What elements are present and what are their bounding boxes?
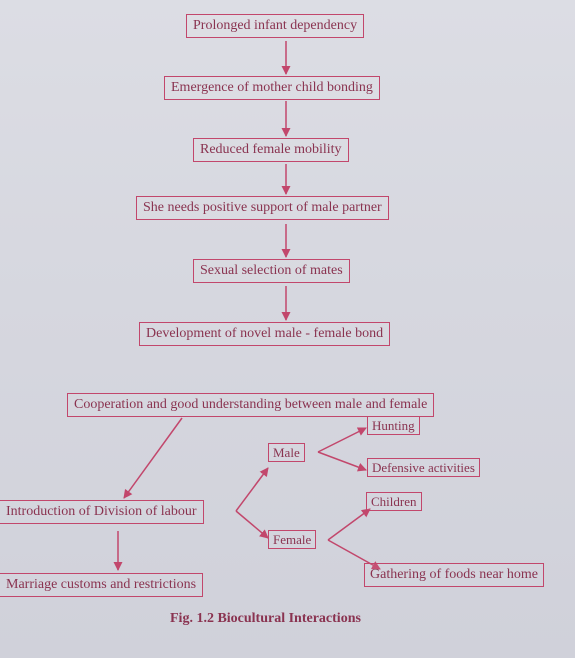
- box-sexual-selection: Sexual selection of mates: [193, 259, 350, 283]
- box-cooperation: Cooperation and good understanding betwe…: [67, 393, 435, 417]
- box-mother-child-bonding: Emergence of mother child bonding: [164, 76, 380, 100]
- box-female: Female: [268, 530, 317, 549]
- box-gathering-foods: Gathering of foods near home: [364, 563, 544, 587]
- arrow-male-to-defensive: [317, 451, 367, 472]
- box-hunting: Hunting: [367, 416, 420, 435]
- box-positive-support: She needs positive support of male partn…: [136, 196, 389, 220]
- arrow-female-to-children: [327, 508, 371, 541]
- box-marriage-customs: Marriage customs and restrictions: [0, 573, 204, 597]
- box-prolonged-infant-dependency: Prolonged infant dependency: [186, 14, 365, 38]
- box-defensive-activities: Defensive activities: [367, 458, 480, 477]
- box-novel-bond: Development of novel male - female bond: [139, 322, 391, 346]
- arrow-division-to-female: [235, 510, 269, 539]
- box-male: Male: [268, 443, 305, 462]
- box-reduced-female-mobility: Reduced female mobility: [193, 138, 349, 162]
- arrow-female-to-gathering: [327, 539, 381, 570]
- box-division-of-labour: Introduction of Division of labour: [0, 500, 204, 524]
- arrow-coop-to-division: [123, 417, 183, 499]
- arrow-division-to-male: [235, 467, 269, 512]
- figure-caption: Fig. 1.2 Biocultural Interactions: [170, 611, 361, 626]
- arrow-male-to-hunting: [317, 427, 367, 453]
- box-children: Children: [366, 492, 422, 511]
